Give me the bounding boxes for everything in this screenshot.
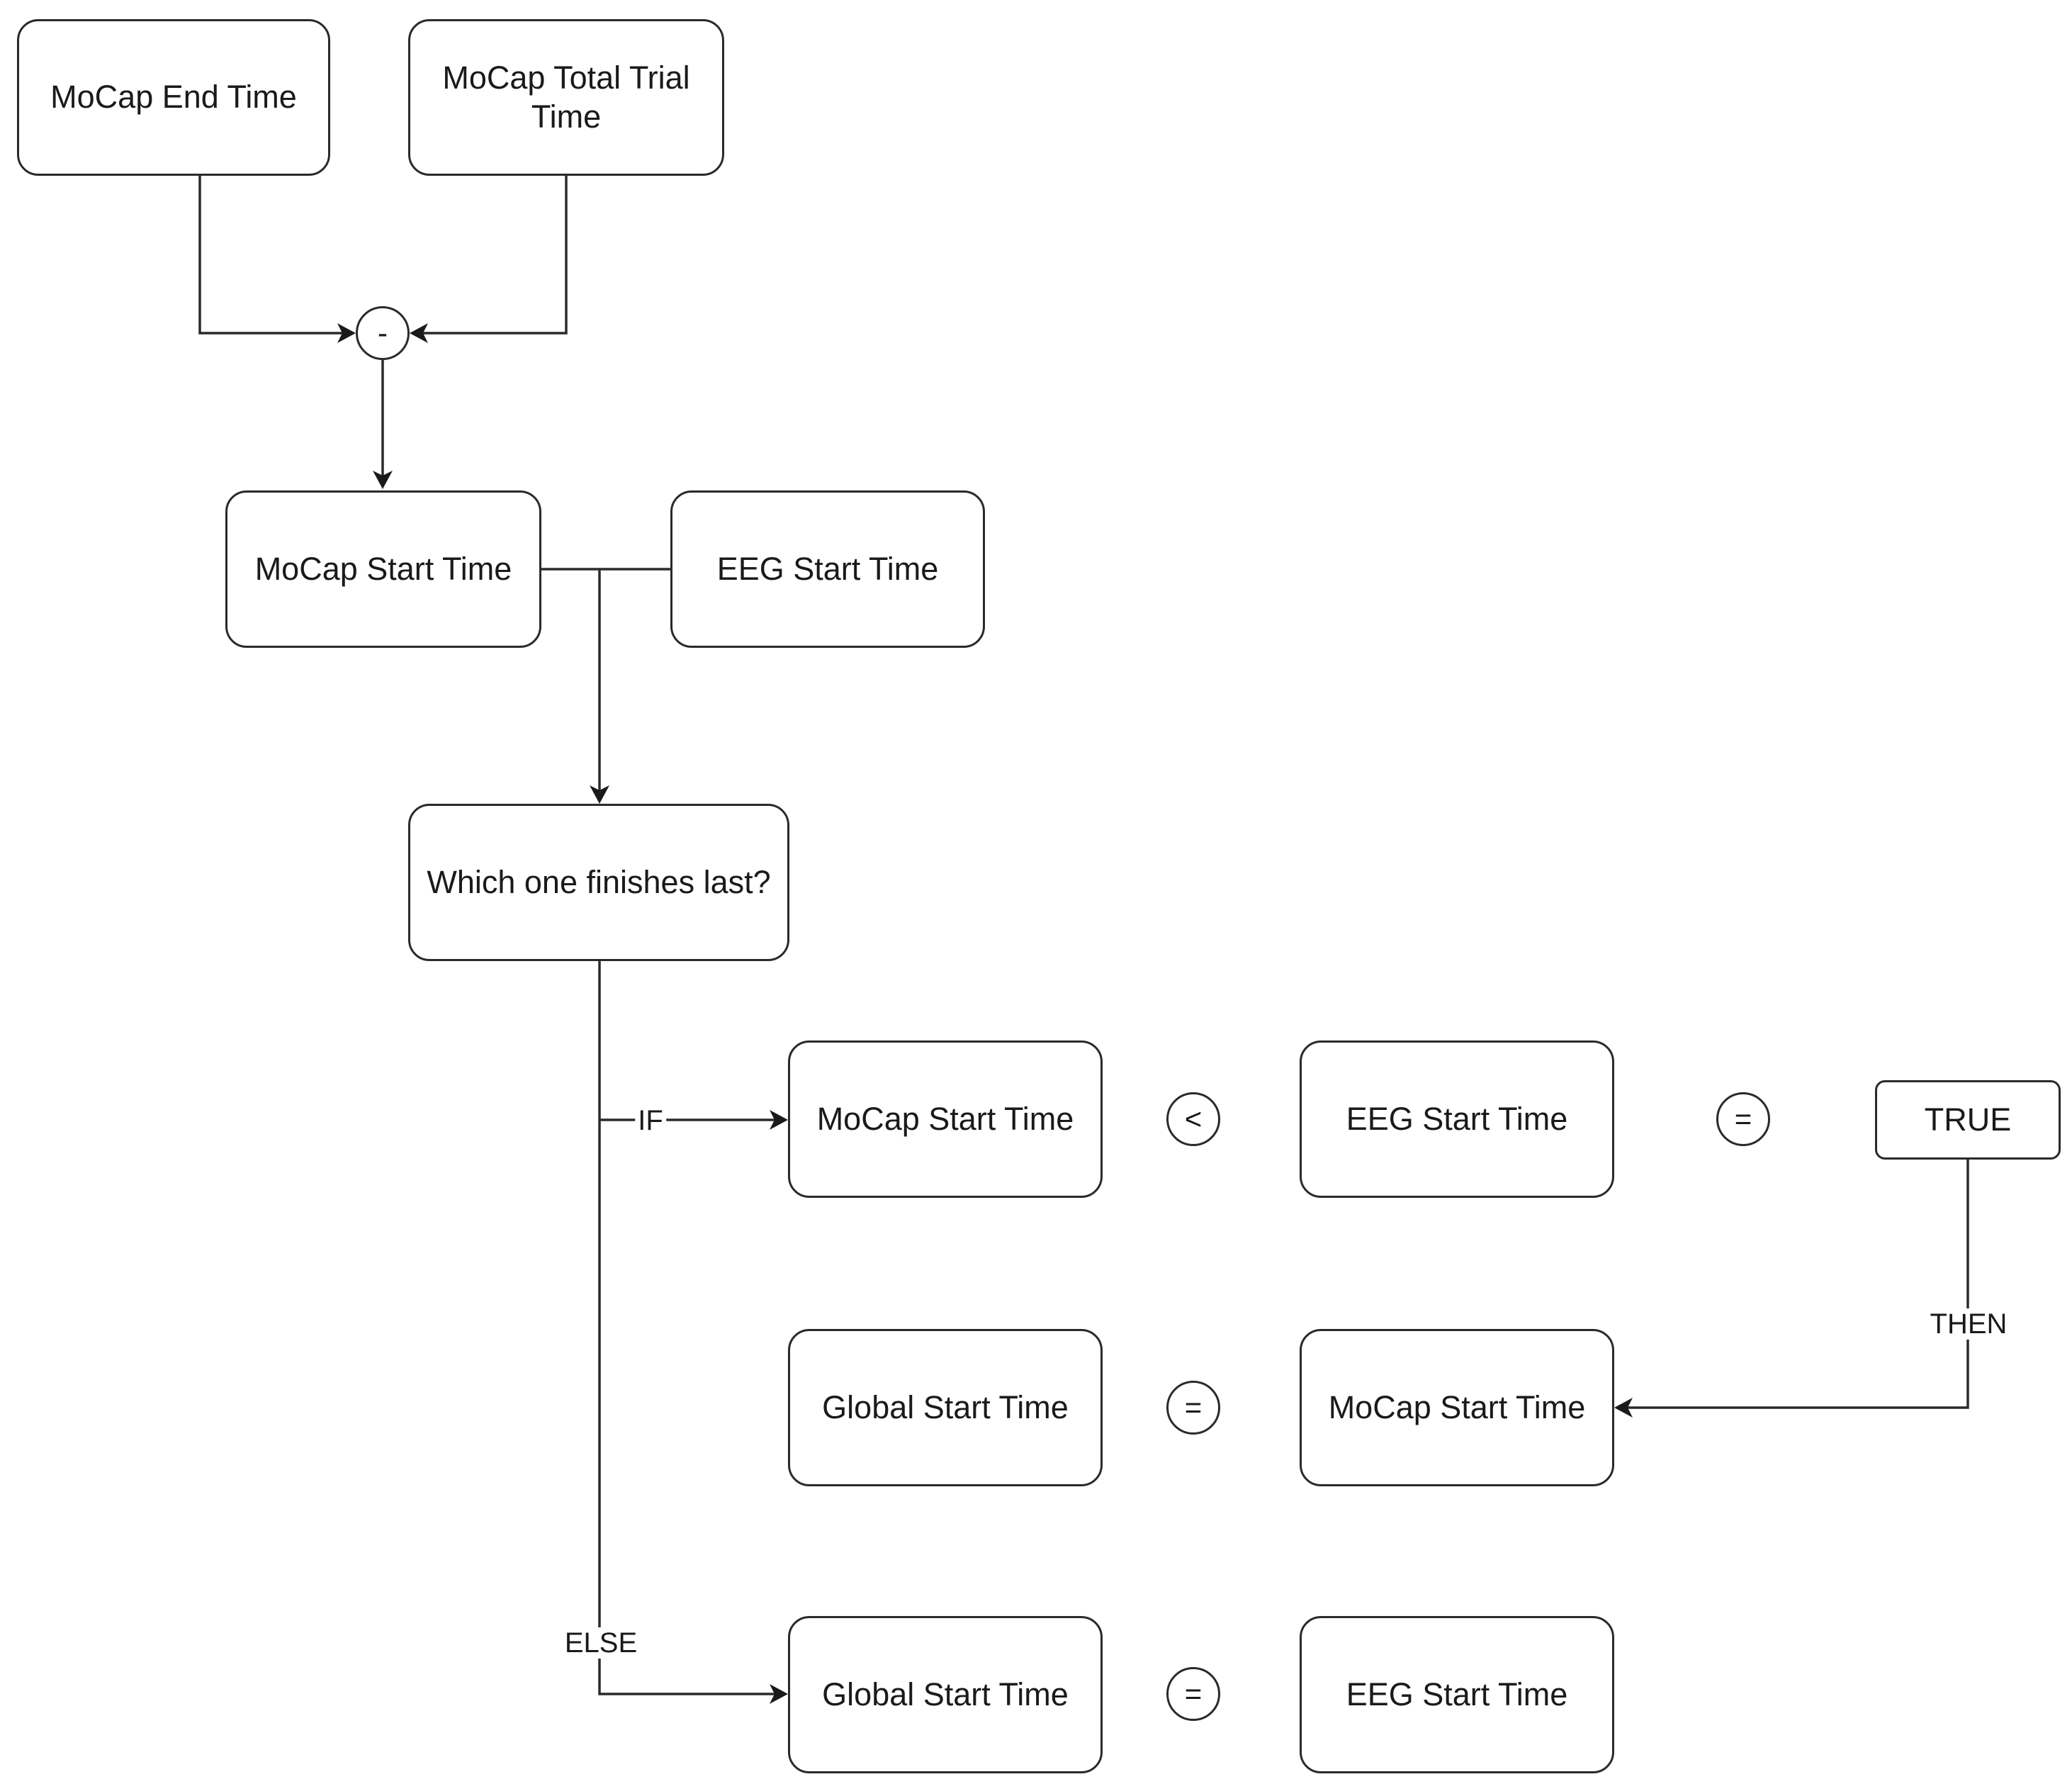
true-label: TRUE — [1924, 1101, 2012, 1138]
if-mocap-start-time-label: MoCap Start Time — [816, 1100, 1074, 1137]
arrowhead-to-minus-right — [410, 323, 428, 343]
else-edge-label: ELSE — [561, 1627, 641, 1659]
eeg-start-time-box: EEG Start Time — [670, 490, 985, 648]
mocap-end-time-label: MoCap End Time — [50, 79, 297, 116]
if-eeg-start-time-box: EEG Start Time — [1300, 1040, 1614, 1198]
then-global-start-time-label: Global Start Time — [822, 1389, 1069, 1425]
then-edge-label: THEN — [1927, 1308, 2010, 1340]
arrowhead-to-minus-left — [337, 323, 356, 343]
else-edge-text: ELSE — [564, 1627, 638, 1659]
true-box: TRUE — [1875, 1080, 2061, 1160]
decision-label: Which one finishes last? — [427, 863, 771, 900]
mocap-start-time-box: MoCap Start Time — [225, 490, 541, 648]
arrowhead-then — [1614, 1398, 1633, 1418]
mocap-start-time-label: MoCap Start Time — [254, 550, 512, 587]
arrowhead-to-decision — [590, 785, 609, 804]
edge-true-to-then — [1623, 1160, 1969, 1409]
equals-else-operator: = — [1166, 1667, 1220, 1721]
eeg-start-time-label: EEG Start Time — [716, 550, 939, 587]
mocap-total-trial-time-box: MoCap Total Trial Time — [408, 19, 724, 176]
else-global-start-time-label: Global Start Time — [822, 1676, 1069, 1712]
if-edge-text: IF — [638, 1105, 663, 1136]
minus-operator-symbol: - — [378, 316, 388, 349]
mocap-end-time-box: MoCap End Time — [17, 19, 330, 176]
if-mocap-start-time-box: MoCap Start Time — [788, 1040, 1103, 1198]
then-mocap-start-time-box: MoCap Start Time — [1300, 1329, 1614, 1486]
edge-end-time-to-minus — [198, 176, 343, 335]
equals-then-symbol: = — [1184, 1391, 1203, 1424]
equals-true-symbol: = — [1734, 1102, 1752, 1135]
else-global-start-time-box: Global Start Time — [788, 1616, 1103, 1773]
else-eeg-start-time-label: EEG Start Time — [1346, 1676, 1568, 1712]
mocap-total-trial-time-label: MoCap Total Trial Time — [442, 59, 690, 135]
edge-decision-trunk — [598, 961, 779, 1695]
arrowhead-to-start-time — [373, 471, 393, 489]
then-mocap-start-time-label: MoCap Start Time — [1328, 1389, 1586, 1425]
edge-total-time-to-minus — [422, 176, 568, 335]
then-edge-text: THEN — [1930, 1308, 2008, 1340]
minus-operator: - — [356, 306, 410, 360]
if-edge-label: IF — [635, 1105, 666, 1136]
arrowhead-else — [770, 1684, 788, 1704]
equals-then-operator: = — [1166, 1381, 1220, 1435]
less-than-symbol: < — [1184, 1102, 1203, 1135]
arrowhead-if — [770, 1110, 788, 1130]
else-eeg-start-time-box: EEG Start Time — [1300, 1616, 1614, 1773]
less-than-operator: < — [1166, 1092, 1220, 1146]
decision-box: Which one finishes last? — [408, 804, 789, 961]
then-global-start-time-box: Global Start Time — [788, 1329, 1103, 1486]
if-eeg-start-time-label: EEG Start Time — [1346, 1100, 1568, 1137]
equals-else-symbol: = — [1184, 1677, 1203, 1710]
equals-true-operator: = — [1716, 1092, 1770, 1146]
